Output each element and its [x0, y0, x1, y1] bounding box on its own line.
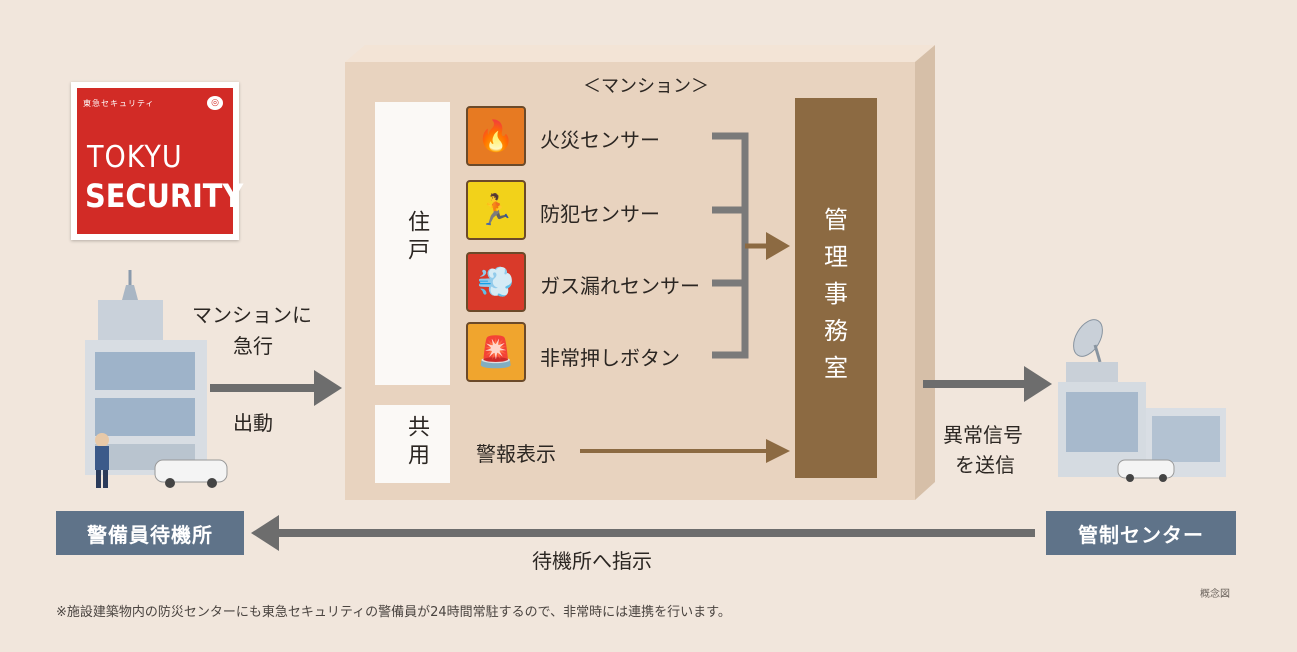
signal-label-line2: を送信	[955, 453, 1015, 477]
common-label: 共用	[404, 415, 429, 471]
tokyu-security-logo: 東急セキュリティ ◎ TOKYU SECURITY	[71, 82, 243, 240]
mansion-title: ＜マンション＞	[583, 76, 709, 97]
instruct-arrow	[251, 515, 279, 551]
control-center-building	[1058, 319, 1226, 482]
sensor-label-intruder: 防犯センサー	[540, 202, 660, 226]
logo-emblem-icon: ◎	[207, 96, 223, 110]
management-office-text: 管理事務室	[824, 206, 848, 382]
gas-leak-sensor-icon: 💨	[466, 252, 526, 312]
dispatch-label: 出動	[233, 411, 273, 435]
alarm-arrow	[766, 439, 790, 463]
mansion-panel-side	[915, 45, 935, 500]
common-box: 共用	[375, 405, 450, 483]
signal-arrow	[1024, 366, 1052, 402]
management-office: 管理事務室	[795, 98, 877, 478]
guard-station-building	[85, 270, 228, 488]
sensor-label-emergency: 非常押しボタン	[540, 346, 680, 370]
instruct-label: 待機所へ指示	[532, 549, 652, 573]
management-office-label: 管理事務室	[795, 202, 877, 387]
rush-label-line1: マンションに	[192, 303, 312, 327]
bracket-arrow	[766, 232, 790, 260]
mansion-panel-top	[345, 45, 935, 62]
dwelling-box: 住戸	[375, 102, 450, 385]
alarm-display-label: 警報表示	[476, 442, 556, 466]
sensor-label-fire: 火災センサー	[540, 128, 660, 152]
guard-station-pill: 警備員待機所	[56, 511, 244, 555]
logo-line1: TOKYU	[87, 140, 183, 175]
dispatch-arrow	[314, 370, 342, 406]
signal-label-line1: 異常信号	[943, 423, 1023, 447]
rush-label-line2: 急行	[233, 334, 273, 358]
sensor-label-gas: ガス漏れセンサー	[540, 274, 700, 298]
emergency-button-icon: 🚨	[466, 322, 526, 382]
intruder-sensor-icon: 🏃	[466, 180, 526, 240]
diagram-caption: 概念図	[1200, 589, 1230, 600]
footnote: ※施設建築物内の防災センターにも東急セキュリティの警備員が24時間常駐するので、…	[56, 605, 731, 620]
logo-top-text: 東急セキュリティ	[83, 99, 155, 108]
fire-sensor-icon: 🔥	[466, 106, 526, 166]
logo-line2: SECURITY	[85, 177, 244, 215]
dwelling-label: 住戸	[404, 210, 429, 266]
control-center-pill: 管制センター	[1046, 511, 1236, 555]
